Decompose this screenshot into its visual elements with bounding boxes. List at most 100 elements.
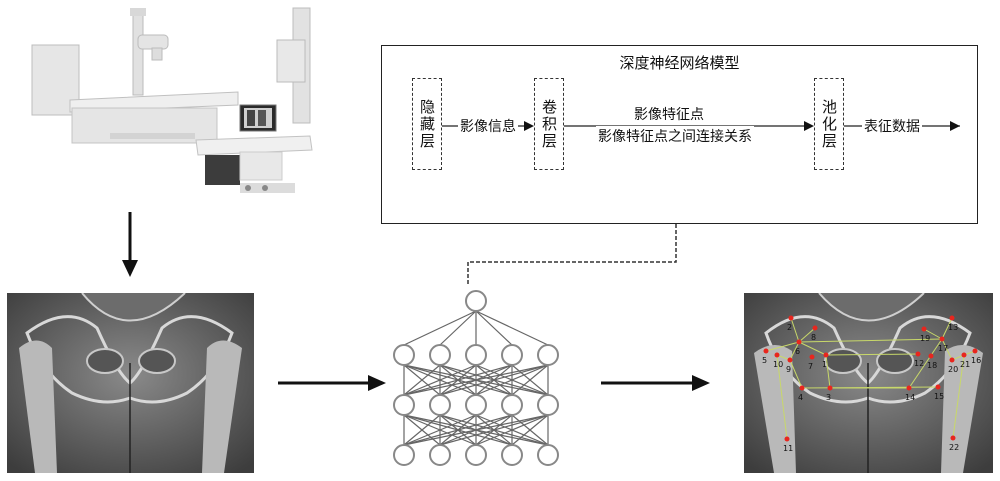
network-edge	[511, 364, 549, 396]
landmark-connector	[908, 338, 943, 389]
pooling-layer-box: 池化层	[814, 78, 844, 170]
landmark-number: 16	[971, 356, 981, 365]
landmark-point	[784, 436, 790, 442]
landmark-number: 22	[949, 443, 959, 452]
representation-data-label: 表征数据	[862, 116, 922, 136]
network-node	[393, 344, 415, 366]
feature-points-label: 影像特征点	[632, 104, 706, 124]
x-ray-machine-illustration	[31, 7, 313, 193]
network-edge	[403, 414, 477, 446]
pelvis-xray-drawing	[7, 293, 254, 473]
landmark-point	[763, 348, 769, 354]
network-edge	[475, 310, 549, 346]
network-edge	[403, 310, 477, 346]
landmark-point	[906, 385, 912, 391]
landmark-connector	[941, 338, 953, 361]
landmark-number: 14	[905, 393, 915, 402]
model-title: 深度神经网络模型	[619, 54, 740, 72]
landmark-point	[787, 357, 793, 363]
network-edge	[403, 364, 549, 396]
landmark-number: 2	[787, 323, 792, 332]
pelvis-xray-image	[7, 293, 254, 473]
landmark-connector	[825, 354, 831, 389]
network-edge	[403, 414, 549, 446]
landmark-connector	[952, 354, 965, 439]
hidden-layer-box: 隐藏层	[412, 78, 442, 170]
landmark-number: 15	[934, 392, 944, 401]
landmark-connector	[941, 317, 953, 340]
landmark-number: 4	[798, 393, 803, 402]
landmark-number: 12	[914, 359, 924, 368]
landmark-point	[950, 435, 956, 441]
landmark-number: 7	[808, 362, 813, 371]
network-edge	[475, 414, 549, 446]
network-edge	[439, 414, 549, 446]
landmark-point	[921, 326, 927, 332]
landmark-connector	[765, 341, 800, 352]
network-node	[501, 444, 523, 466]
network-edge	[403, 364, 441, 396]
landmark-point	[774, 352, 780, 358]
network-edge	[475, 414, 513, 446]
network-node	[465, 394, 487, 416]
network-edge	[403, 414, 441, 446]
landmark-point	[935, 384, 941, 390]
network-edge	[439, 414, 477, 446]
landmark-point	[961, 352, 967, 358]
network-edge	[403, 364, 549, 396]
network-edge	[439, 414, 513, 446]
network-edge	[475, 414, 513, 446]
landmark-connector	[789, 341, 800, 361]
landmark-connector	[798, 327, 816, 343]
landmark-number: 17	[938, 344, 948, 353]
convolution-layer-box: 卷积层	[534, 78, 564, 170]
network-edge	[511, 414, 549, 446]
network-node	[501, 394, 523, 416]
landmark-connector	[798, 338, 943, 343]
network-edge	[475, 364, 513, 396]
landmark-connector	[789, 359, 803, 389]
network-node	[537, 444, 559, 466]
landmark-point	[915, 351, 921, 357]
network-edge	[511, 414, 549, 446]
network-edge	[439, 364, 477, 396]
landmark-point	[949, 315, 955, 321]
landmark-number: 18	[927, 361, 937, 370]
landmark-point	[928, 353, 934, 359]
network-node	[465, 290, 487, 312]
network-node	[537, 344, 559, 366]
landmark-point	[972, 348, 978, 354]
landmark-number: 9	[786, 365, 791, 374]
landmark-point	[799, 385, 805, 391]
network-edge	[439, 364, 477, 396]
landmark-point	[809, 354, 815, 360]
landmark-connector	[825, 353, 919, 356]
network-edge	[403, 364, 477, 396]
network-edge	[475, 364, 549, 396]
feature-relations-label: 影像特征点之间连接关系	[596, 126, 754, 146]
landmark-number: 10	[773, 360, 783, 369]
network-edge	[403, 414, 513, 446]
network-edge	[403, 414, 513, 446]
landmark-connector	[798, 341, 827, 356]
network-node	[465, 344, 487, 366]
landmark-connector	[776, 354, 788, 440]
landmark-point	[812, 325, 818, 331]
network-edge	[439, 364, 549, 396]
network-node	[537, 394, 559, 416]
network-edge	[439, 414, 513, 446]
network-edge	[475, 364, 549, 396]
network-edge	[439, 414, 477, 446]
landmark-number: 3	[826, 393, 831, 402]
landmark-number: 1	[822, 360, 827, 369]
image-info-label: 影像信息	[458, 116, 518, 136]
network-node	[429, 444, 451, 466]
landmark-point	[939, 336, 945, 342]
landmark-point	[827, 385, 833, 391]
landmark-number: 21	[960, 360, 970, 369]
network-edge	[475, 364, 513, 396]
landmark-connector	[923, 328, 943, 340]
landmark-point	[796, 339, 802, 345]
network-edge	[475, 310, 513, 346]
